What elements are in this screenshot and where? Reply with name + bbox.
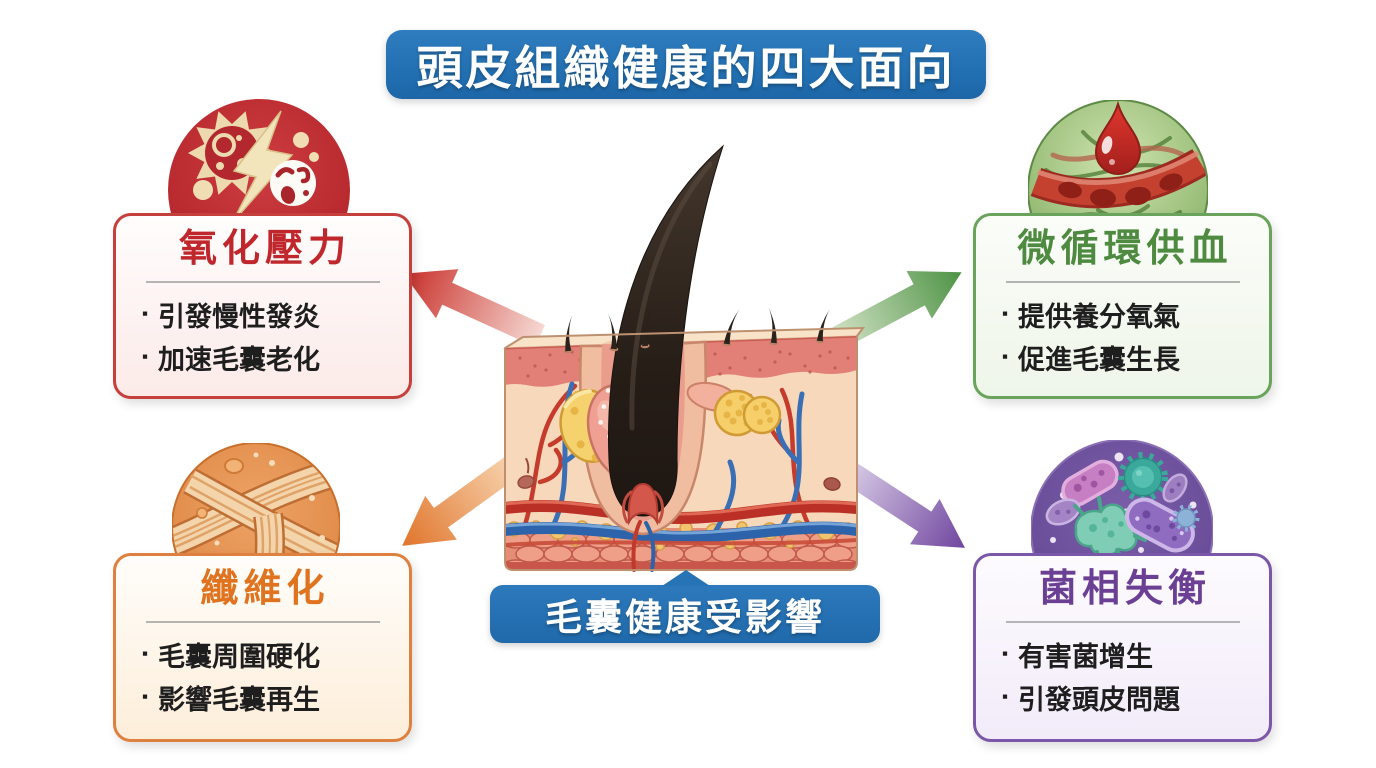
bullet-text: 影響毛囊再生 [158,684,321,715]
page-title: 頭皮組織健康的四大面向 [416,41,956,94]
bullet-marker-icon: ▪ [142,347,149,367]
divider [145,280,380,283]
bullet-item: ▪ 促進毛囊生長 [1002,338,1180,377]
bullet-text: 毛囊周圍硬化 [158,641,321,672]
bullet-marker-icon: ▪ [142,304,149,324]
bullet-text: 加速毛囊老化 [158,344,321,375]
caption-banner: 毛囊健康受影響 [490,570,880,643]
dermis-nodules [517,457,841,491]
arrow-to-dysbiosis [845,463,965,548]
small-purple-oval [1162,473,1188,503]
skin-cross-section-hair-follicle-illustration [502,144,866,572]
distressed-cell-face [270,160,316,206]
bullet-item: ▪ 引發頭皮問題 [1002,678,1180,717]
blood-drop [1094,100,1142,175]
card-oxidative-stress: 氧化壓力 ▪ 引發慢性發炎 ▪ 加速毛囊老化 [113,213,412,399]
arrow-to-fibrosis [402,452,526,546]
bullet-marker-icon: ▪ [1002,687,1009,707]
bullet-marker-icon: ▪ [142,644,149,664]
bullet-text: 有害菌增生 [1018,641,1154,672]
card-title: 氧化壓力 [178,228,351,270]
teal-amoeba [1073,496,1147,564]
caption-text: 毛囊健康受影響 [545,597,825,638]
arrow-to-oxidative-stress [403,269,545,347]
block-outline [504,326,866,571]
card-title: 纖維化 [200,568,330,610]
bullet-marker-icon: ▪ [142,687,149,707]
divider [1005,620,1240,623]
bullet-list: ▪ 引發慢性發炎 ▪ 加速毛囊老化 [116,289,320,381]
bullet-marker-icon: ▪ [1002,347,1009,367]
small-lavender-oval [1045,498,1081,526]
bullet-item: ▪ 毛囊周圍硬化 [142,635,320,674]
small-hairs [563,307,831,354]
bullet-text: 引發頭皮問題 [1018,684,1181,715]
bullet-item: ▪ 提供養分氧氣 [1002,295,1180,334]
title-banner: 頭皮組織健康的四大面向 [386,30,986,99]
bullet-list: ▪ 有害菌增生 ▪ 引發頭皮問題 [976,629,1180,721]
small-blue-spiky-microbe [1172,504,1200,532]
card-fibrosis: 纖維化 ▪ 毛囊周圍硬化 ▪ 影響毛囊再生 [113,553,412,742]
card-microcirculation: 微循環供血 ▪ 提供養分氧氣 ▪ 促進毛囊生長 [973,213,1272,399]
bullet-item: ▪ 有害菌增生 [1002,635,1180,674]
sebaceous-gland-right-yellow [713,389,782,437]
bullet-text: 引發慢性發炎 [158,301,321,332]
dermal-papilla [622,482,664,572]
bullet-marker-icon: ▪ [1002,304,1009,324]
card-title: 微循環供血 [1017,228,1233,270]
bullet-item: ▪ 影響毛囊再生 [142,678,320,717]
hair-shaft [608,144,725,517]
card-title: 菌相失衡 [1038,568,1211,610]
card-dysbiosis: 菌相失衡 ▪ 有害菌增生 ▪ 引發頭皮問題 [973,553,1272,742]
divider [145,620,380,623]
bullet-list: ▪ 提供養分氧氣 ▪ 促進毛囊生長 [976,289,1180,381]
blood-vessel-tube [1030,149,1207,209]
caption-pointer-triangle [662,570,710,586]
magenta-bacterium [1061,459,1119,507]
bullet-text: 促進毛囊生長 [1018,344,1181,375]
bullet-marker-icon: ▪ [1002,644,1009,664]
bullet-text: 提供養分氧氣 [1018,301,1181,332]
divider [1005,280,1240,283]
bullet-item: ▪ 引發慢性發炎 [142,295,320,334]
bullet-item: ▪ 加速毛囊老化 [142,338,320,377]
bullet-list: ▪ 毛囊周圍硬化 ▪ 影響毛囊再生 [116,629,320,721]
arrow-to-microcirculation [832,270,962,349]
large-purple-bacterium [1125,497,1195,553]
